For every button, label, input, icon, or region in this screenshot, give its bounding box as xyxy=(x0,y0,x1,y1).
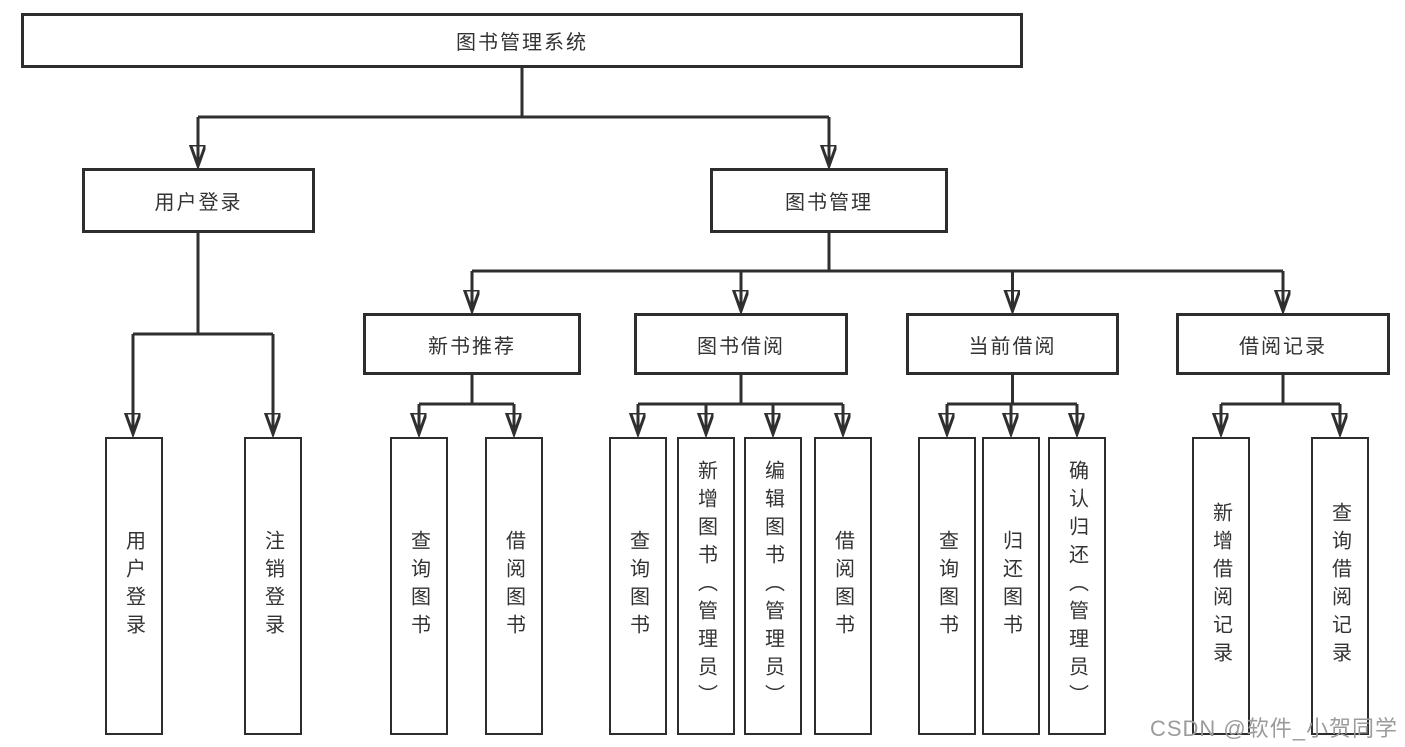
leaf-borrow-edit: 编辑图书（管理员） xyxy=(744,437,802,735)
leaf-borrow-add: 新增图书（管理员） xyxy=(677,437,735,735)
leaf-user-login-label: 用户登录 xyxy=(122,530,145,642)
connector-book-borrow-trunk xyxy=(638,375,843,406)
node-book-borrow-label: 图书借阅 xyxy=(697,335,785,358)
connector-user-login-trunk xyxy=(133,233,273,336)
connector-current-borrow-trunk xyxy=(947,375,1077,406)
node-book-management: 图书管理 xyxy=(710,168,948,233)
leaf-current-confirm-label: 确认归还（管理员） xyxy=(1065,460,1088,712)
leaf-current-return: 归还图书 xyxy=(982,437,1040,735)
leaf-logout: 注销登录 xyxy=(244,437,302,735)
leaf-borrow-borrow-label: 借阅图书 xyxy=(831,530,854,642)
node-book-management-label: 图书管理 xyxy=(785,192,873,214)
connector-borrow-record-trunk xyxy=(1221,375,1340,406)
leaf-borrow-add-label: 新增图书（管理员） xyxy=(694,460,717,712)
leaf-current-return-label: 归还图书 xyxy=(999,530,1022,642)
leaf-current-query: 查询图书 xyxy=(918,437,976,735)
leaf-borrow-borrow: 借阅图书 xyxy=(814,437,872,735)
connector-book-management-trunk xyxy=(472,233,1283,273)
connector-root-trunk xyxy=(198,68,829,119)
node-book-borrow: 图书借阅 xyxy=(634,313,848,375)
connector-new-book-trunk xyxy=(419,375,514,406)
leaf-newbook-borrow: 借阅图书 xyxy=(485,437,543,735)
leaf-newbook-borrow-label: 借阅图书 xyxy=(502,530,525,642)
leaf-record-add-label: 新增借阅记录 xyxy=(1209,502,1232,670)
node-current-borrow: 当前借阅 xyxy=(906,313,1119,375)
leaf-user-login: 用户登录 xyxy=(105,437,163,735)
node-user-login-label: 用户登录 xyxy=(154,192,243,214)
node-root: 图书管理系统 xyxy=(21,13,1023,68)
node-new-book-recommend: 新书推荐 xyxy=(363,313,581,375)
leaf-record-query: 查询借阅记录 xyxy=(1311,437,1369,735)
leaf-record-add: 新增借阅记录 xyxy=(1192,437,1250,735)
node-user-login: 用户登录 xyxy=(82,168,315,233)
leaf-borrow-edit-label: 编辑图书（管理员） xyxy=(761,460,784,712)
node-new-book-recommend-label: 新书推荐 xyxy=(428,335,516,358)
leaf-newbook-query-label: 查询图书 xyxy=(407,530,430,642)
leaf-current-query-label: 查询图书 xyxy=(935,530,958,642)
leaf-record-query-label: 查询借阅记录 xyxy=(1328,502,1351,670)
leaf-logout-label: 注销登录 xyxy=(261,530,284,642)
leaf-borrow-query-label: 查询图书 xyxy=(626,530,649,642)
node-borrow-record-label: 借阅记录 xyxy=(1239,335,1327,358)
node-current-borrow-label: 当前借阅 xyxy=(968,335,1057,358)
leaf-current-confirm: 确认归还（管理员） xyxy=(1048,437,1106,735)
leaf-newbook-query: 查询图书 xyxy=(390,437,448,735)
node-root-label: 图书管理系统 xyxy=(456,32,588,54)
node-borrow-record: 借阅记录 xyxy=(1176,313,1390,375)
watermark: CSDN @软件_小贺同学 xyxy=(1149,716,1398,741)
leaf-borrow-query: 查询图书 xyxy=(609,437,667,735)
